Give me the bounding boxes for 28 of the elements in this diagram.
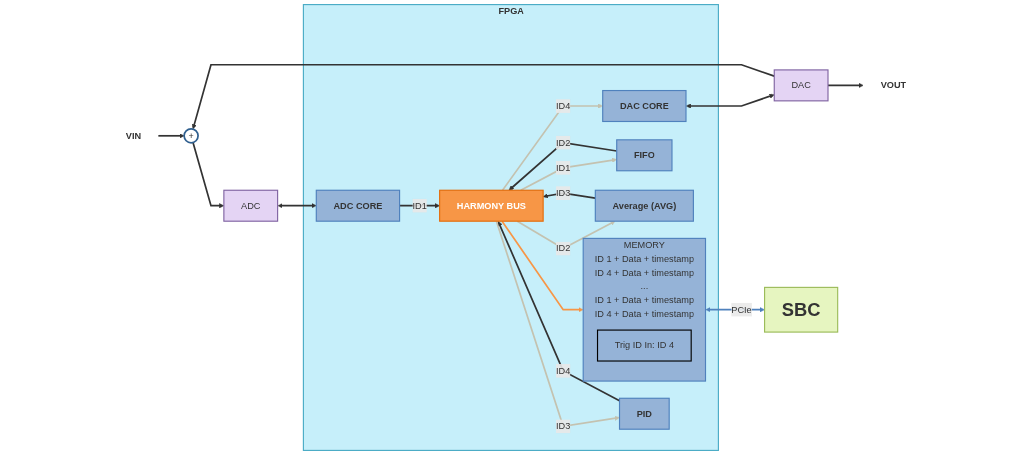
arrow [501, 220, 584, 313]
node-box: SBC [764, 286, 839, 333]
arrow [157, 133, 185, 139]
edge-label: ID2 [556, 243, 571, 254]
node-text: VIN [125, 130, 142, 141]
arrow [686, 93, 775, 109]
node-box: Trig ID In: ID 4 [596, 329, 692, 362]
node-box: ADC CORE [315, 189, 401, 222]
node-text: VOUT [880, 80, 907, 90]
arrow [277, 203, 317, 209]
node-box: DAC CORE [602, 89, 687, 123]
arrow [519, 157, 617, 192]
arrow [501, 103, 603, 192]
node-box: FIFO [616, 139, 673, 172]
edge-label: ID3 [556, 421, 571, 431]
node-box: ADC [223, 189, 279, 222]
node-box: Average (AVG) [594, 189, 694, 222]
edge-label: PCIe [731, 304, 752, 315]
node-box: HARMONY BUS [439, 189, 544, 222]
edge-label: ID1 [556, 162, 571, 173]
edge-label: ID4 [556, 365, 571, 376]
edge-label: ID1 [412, 200, 427, 211]
node-box: DAC [773, 69, 829, 102]
node-circle: + [183, 128, 199, 144]
edge-label: ID3 [556, 187, 571, 198]
node-box: PID [618, 397, 670, 430]
edge-label: ID2 [556, 137, 571, 148]
edge-label: ID4 [556, 100, 571, 111]
